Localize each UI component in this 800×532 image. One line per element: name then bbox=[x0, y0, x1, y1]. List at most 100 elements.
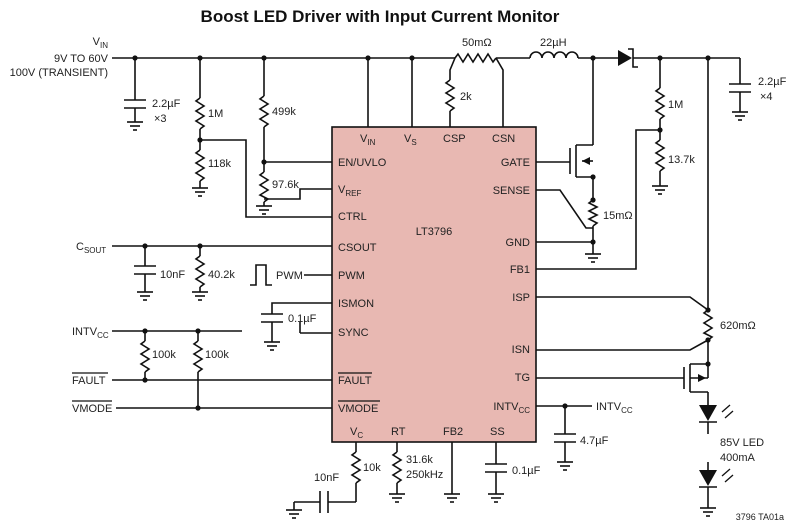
net-intvcc: INTVCC bbox=[72, 326, 109, 340]
r-vmode-value: 100k bbox=[205, 349, 229, 361]
pin-vmode: VMODE bbox=[338, 403, 378, 415]
csn-wire bbox=[495, 57, 504, 127]
pin-sense: SENSE bbox=[493, 185, 530, 197]
r-csout bbox=[192, 246, 208, 301]
c-intvcc bbox=[554, 406, 576, 471]
net-pwm: PWM bbox=[276, 270, 303, 282]
r-sense-input-value: 50mΩ bbox=[462, 37, 492, 49]
r-fault-pullup bbox=[139, 331, 151, 380]
c-ismon-value: 0.1µF bbox=[288, 313, 317, 325]
r-vc-value: 10k bbox=[363, 462, 381, 474]
isn-wire bbox=[536, 339, 709, 351]
c-ss bbox=[485, 442, 507, 503]
ctrl-wire bbox=[200, 139, 332, 218]
ismon-wire bbox=[271, 302, 332, 314]
pin-en-uvlo: EN/UVLO bbox=[338, 157, 387, 169]
pin-ss: SS bbox=[490, 426, 505, 438]
net-fault: FAULT bbox=[72, 375, 106, 387]
pin-rt: RT bbox=[391, 426, 406, 438]
r-fb-bottom-value: 13.7k bbox=[668, 154, 695, 166]
pin-csout: CSOUT bbox=[338, 242, 377, 254]
r-led-sense bbox=[702, 309, 714, 364]
pin-gate: GATE bbox=[501, 157, 530, 169]
junction bbox=[142, 377, 148, 383]
c-csout bbox=[134, 246, 156, 301]
r-sense-switch bbox=[585, 199, 601, 263]
net-intvcc-out: INTVCC bbox=[596, 401, 633, 415]
vin-label: VIN bbox=[93, 36, 109, 50]
r-uvlo-bottom-value: 118k bbox=[208, 158, 232, 170]
input-capacitor bbox=[124, 58, 146, 131]
junction bbox=[590, 197, 596, 203]
r-csp bbox=[444, 79, 456, 127]
r-uvlo-top bbox=[194, 58, 206, 140]
pin-csp: CSP bbox=[443, 133, 466, 145]
pin-sync: SYNC bbox=[338, 327, 369, 339]
r-ref-bottom bbox=[256, 162, 272, 215]
c-in-value: 2.2µF bbox=[152, 98, 181, 110]
r-sense-input bbox=[454, 52, 530, 64]
c-vc bbox=[286, 491, 329, 519]
r-fault-value: 100k bbox=[152, 349, 176, 361]
pin-isp: ISP bbox=[512, 292, 530, 304]
pin-fb2: FB2 bbox=[443, 426, 463, 438]
figure-id: 3796 TA01a bbox=[736, 512, 784, 522]
c-intvcc-value: 4.7µF bbox=[580, 435, 609, 447]
r-ref-top-value: 499k bbox=[272, 106, 296, 118]
vin-transient: 100V (TRANSIENT) bbox=[10, 67, 108, 79]
switch-mosfet bbox=[536, 58, 594, 200]
junction bbox=[590, 174, 596, 180]
c-ismon bbox=[261, 313, 283, 351]
inductor-value: 22µH bbox=[540, 37, 567, 49]
r-csp-value: 2k bbox=[460, 91, 472, 103]
pin-fb1: FB1 bbox=[510, 264, 530, 276]
csp-wire bbox=[449, 57, 456, 80]
vin-range: 9V TO 60V bbox=[54, 53, 109, 65]
r-ref-top bbox=[258, 58, 270, 162]
fb2-ground bbox=[444, 442, 460, 503]
junction bbox=[705, 361, 711, 367]
disconnect-mosfet bbox=[536, 363, 709, 405]
net-vmode: VMODE bbox=[72, 403, 112, 415]
r-ref-bottom-value: 97.6k bbox=[272, 179, 299, 191]
vref-wire bbox=[264, 188, 332, 200]
r-led-sense-value: 620mΩ bbox=[720, 320, 756, 332]
c-vc-value: 10nF bbox=[314, 472, 339, 484]
pin-tg: TG bbox=[515, 372, 530, 384]
r-fb-top bbox=[654, 58, 666, 130]
ic-body bbox=[331, 126, 537, 443]
diagram-title: Boost LED Driver with Input Current Moni… bbox=[201, 7, 560, 26]
led-current: 400mA bbox=[720, 452, 756, 464]
net-csout: CSOUT bbox=[76, 241, 106, 255]
r-sense-switch-value: 15mΩ bbox=[603, 210, 633, 222]
ic-name: LT3796 bbox=[416, 226, 453, 238]
r-vmode-pullup bbox=[192, 331, 204, 408]
r-fb-bottom bbox=[652, 130, 668, 195]
output-capacitor bbox=[729, 58, 751, 121]
sense-wire bbox=[536, 189, 593, 229]
r-fb-top-value: 1M bbox=[668, 99, 683, 111]
c-ss-value: 0.1µF bbox=[512, 465, 541, 477]
led-voltage: 85V LED bbox=[720, 437, 764, 449]
pin-gnd: GND bbox=[506, 237, 531, 249]
r-rt-frequency: 250kHz bbox=[406, 469, 443, 481]
led-top bbox=[699, 404, 734, 432]
pin-pwm: PWM bbox=[338, 270, 365, 282]
inductor bbox=[529, 51, 618, 59]
pin-fault: FAULT bbox=[338, 375, 372, 387]
c-csout-value: 10nF bbox=[160, 269, 185, 281]
schottky-diode bbox=[618, 48, 740, 68]
r-rt bbox=[389, 442, 405, 503]
led-bottom bbox=[699, 462, 734, 517]
c-in-multiplier: ×3 bbox=[154, 113, 167, 125]
pin-isn: ISN bbox=[512, 344, 530, 356]
pin-ismon: ISMON bbox=[338, 298, 374, 310]
pwm-pulse-icon bbox=[250, 264, 272, 286]
pin-csn: CSN bbox=[492, 133, 515, 145]
r-uvlo-top-value: 1M bbox=[208, 108, 223, 120]
r-uvlo-bottom bbox=[192, 140, 208, 197]
fb1-wire bbox=[536, 129, 660, 270]
pin-ctrl: CTRL bbox=[338, 211, 367, 223]
r-rt-value: 31.6k bbox=[406, 454, 433, 466]
